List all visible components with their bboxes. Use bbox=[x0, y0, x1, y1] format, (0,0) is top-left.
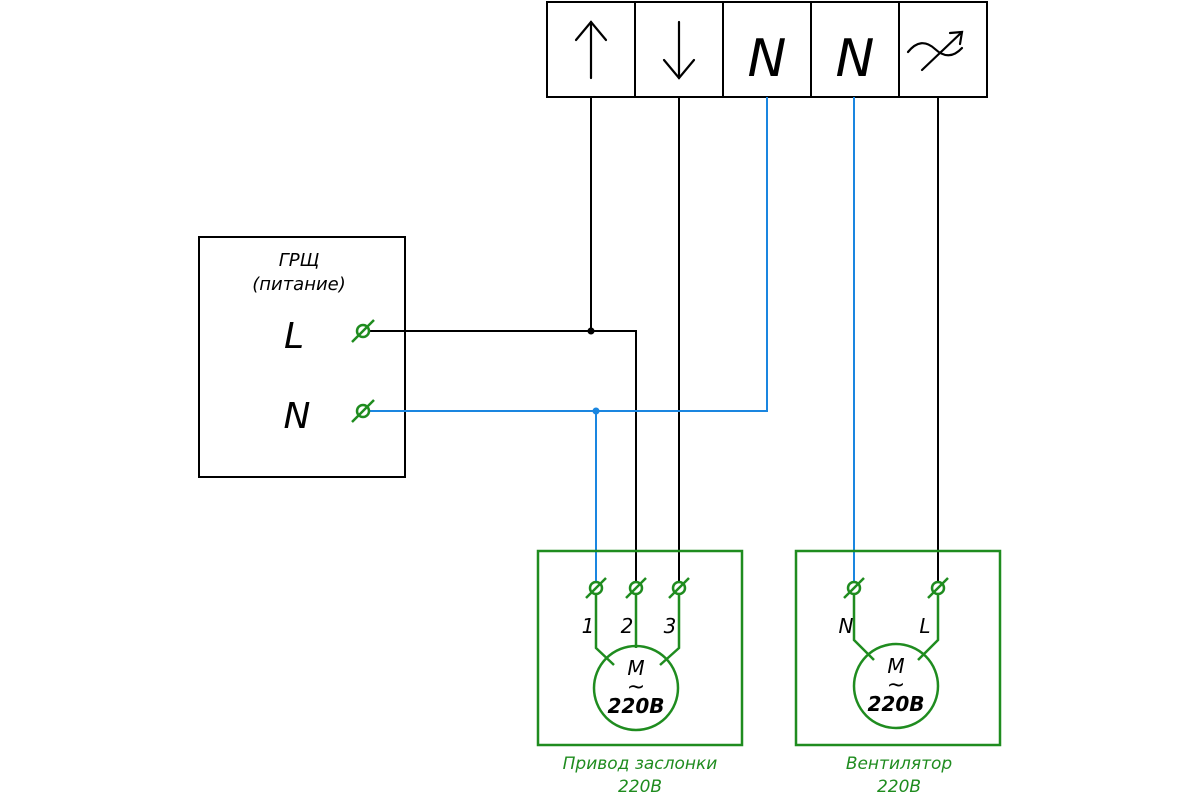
actuator-terminal-3 bbox=[668, 577, 690, 599]
fan-terminal-n bbox=[843, 577, 865, 599]
fan-caption-line1: Вентилятор bbox=[846, 754, 953, 774]
main-panel: ГРЩ (питание) L N bbox=[198, 236, 406, 478]
terminal-label-n2: N bbox=[836, 29, 875, 89]
junction-dot-n bbox=[592, 407, 600, 415]
junction-dot-l bbox=[587, 327, 595, 335]
fan-motor-m: M bbox=[887, 654, 904, 678]
actuator-caption-line2: 220В bbox=[618, 777, 662, 797]
arrow-up-icon bbox=[574, 20, 608, 80]
actuator-caption-line1: Привод заслонки bbox=[563, 754, 718, 774]
actuator-terminal-1 bbox=[585, 577, 607, 599]
panel-terminal-n-label: N bbox=[284, 396, 311, 437]
panel-subtitle: (питание) bbox=[252, 274, 346, 295]
actuator-terminal-1-label: 1 bbox=[582, 614, 595, 638]
arrow-down-icon bbox=[662, 20, 696, 80]
panel-terminal-l-label: L bbox=[284, 316, 304, 357]
panel-terminal-n bbox=[351, 399, 375, 423]
fan-terminal-l-label: L bbox=[919, 614, 930, 638]
actuator-terminal-3-label: 3 bbox=[664, 614, 677, 638]
actuator-motor-ac: ~ bbox=[627, 675, 645, 700]
phase-wires bbox=[363, 97, 939, 588]
damper-actuator: 1 2 3 M ~ 220В Привод заслонки 220В bbox=[536, 549, 744, 797]
terminal-label-n1: N bbox=[748, 29, 787, 89]
actuator-terminal-2 bbox=[625, 577, 647, 599]
wire-l-to-actuator-2 bbox=[363, 330, 637, 588]
wire-n-to-controller-n1 bbox=[363, 97, 768, 412]
actuator-motor-symbol bbox=[592, 644, 680, 732]
fan-terminal-l bbox=[927, 577, 949, 599]
actuator-motor-m: M bbox=[627, 656, 644, 680]
panel-terminal-l bbox=[351, 319, 375, 343]
fan-speed-regulator-icon bbox=[906, 30, 964, 72]
fan-motor-symbol bbox=[852, 642, 940, 730]
fan-caption-line2: 220В bbox=[877, 777, 921, 797]
neutral-wires bbox=[363, 97, 855, 588]
terminal-cell-fan bbox=[898, 1, 988, 98]
fan-unit: N L M ~ 220В Вентилятор 220В bbox=[794, 549, 1002, 797]
fan-motor-voltage: 220В bbox=[868, 692, 925, 716]
fan-motor-ac: ~ bbox=[887, 673, 905, 698]
panel-title: ГРЩ bbox=[279, 250, 320, 271]
fan-terminal-n-label: N bbox=[839, 614, 854, 638]
actuator-motor-voltage: 220В bbox=[608, 694, 665, 718]
actuator-terminal-2-label: 2 bbox=[621, 614, 634, 638]
